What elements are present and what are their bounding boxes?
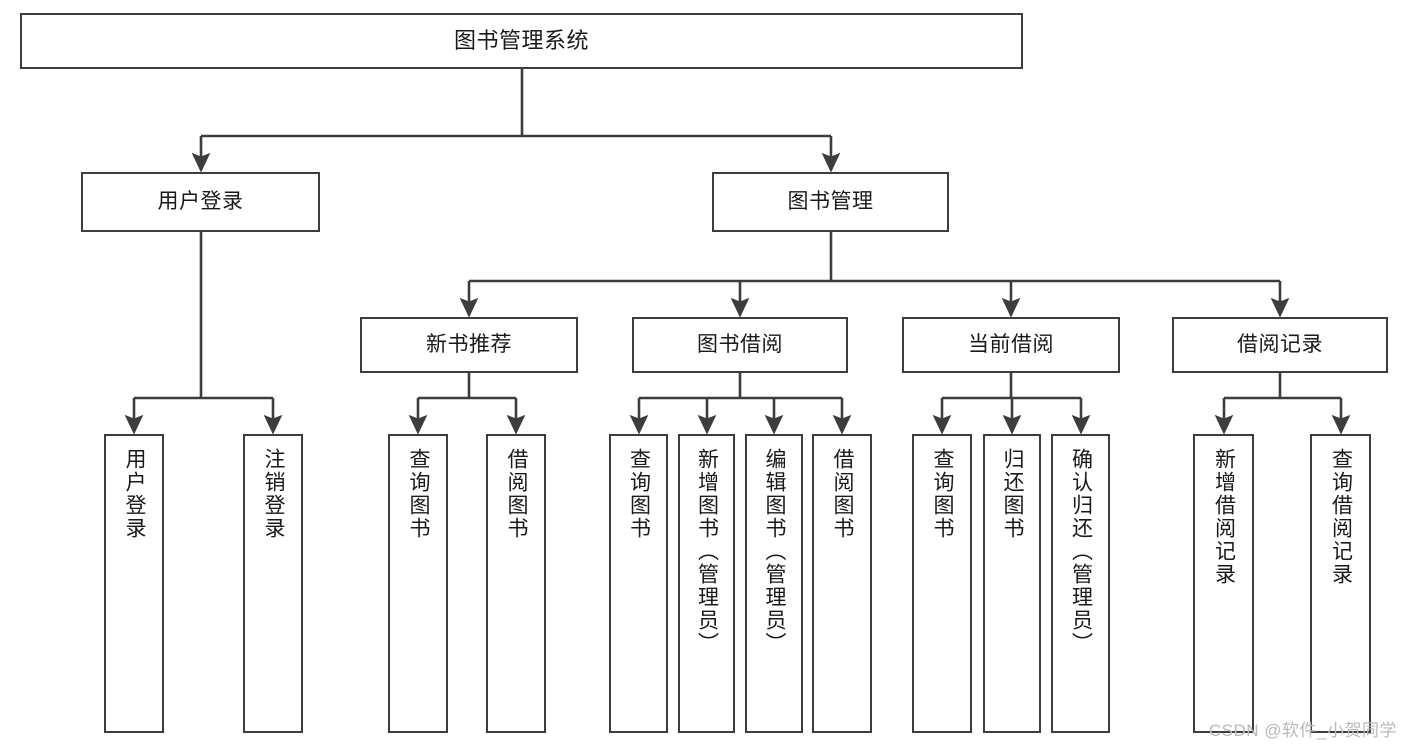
node-label: 借阅记录 bbox=[1237, 332, 1323, 356]
node-new-book-rec[interactable]: 新书推荐 bbox=[360, 317, 578, 373]
node-label: 确认归还（管理员） bbox=[1069, 448, 1093, 655]
node-label: 当前借阅 bbox=[968, 332, 1054, 356]
node-borrow-records[interactable]: 借阅记录 bbox=[1172, 317, 1388, 373]
node-leaf-edit-book[interactable]: 编辑图书（管理员） bbox=[745, 434, 803, 733]
node-label: 新增图书（管理员） bbox=[695, 448, 719, 655]
node-leaf-return-book[interactable]: 归还图书 bbox=[983, 434, 1041, 733]
node-current-borrow[interactable]: 当前借阅 bbox=[902, 317, 1120, 373]
node-leaf-borrow-book-1[interactable]: 借阅图书 bbox=[486, 434, 546, 733]
node-label: 用户登录 bbox=[157, 189, 244, 213]
node-leaf-confirm-return[interactable]: 确认归还（管理员） bbox=[1051, 434, 1110, 733]
node-book-manage[interactable]: 图书管理 bbox=[712, 172, 949, 232]
node-label: 编辑图书（管理员） bbox=[763, 448, 787, 655]
node-user-login[interactable]: 用户登录 bbox=[81, 172, 320, 232]
node-leaf-add-book[interactable]: 新增图书（管理员） bbox=[678, 434, 735, 733]
node-leaf-query-book-2[interactable]: 查询图书 bbox=[609, 434, 668, 733]
node-label: 查询图书 bbox=[931, 448, 955, 540]
node-label: 新增借阅记录 bbox=[1212, 448, 1236, 586]
node-label: 用户登录 bbox=[123, 448, 147, 540]
node-root[interactable]: 图书管理系统 bbox=[20, 13, 1023, 69]
node-leaf-add-record[interactable]: 新增借阅记录 bbox=[1193, 434, 1254, 733]
node-label: 查询图书 bbox=[627, 448, 651, 540]
node-label: 图书借阅 bbox=[697, 332, 783, 356]
node-label: 借阅图书 bbox=[831, 448, 855, 540]
node-leaf-borrow-book-2[interactable]: 借阅图书 bbox=[812, 434, 872, 733]
node-label: 查询图书 bbox=[407, 448, 431, 540]
node-leaf-user-login[interactable]: 用户登录 bbox=[104, 434, 164, 733]
node-leaf-query-book-1[interactable]: 查询图书 bbox=[388, 434, 448, 733]
node-label: 图书管理 bbox=[787, 189, 874, 213]
node-label: 注销登录 bbox=[262, 448, 286, 540]
node-label: 查询借阅记录 bbox=[1329, 448, 1353, 586]
node-label: 借阅图书 bbox=[505, 448, 529, 540]
node-leaf-user-logout[interactable]: 注销登录 bbox=[243, 434, 303, 733]
node-label: 图书管理系统 bbox=[453, 28, 589, 54]
node-label: 新书推荐 bbox=[426, 332, 512, 356]
node-leaf-query-book-3[interactable]: 查询图书 bbox=[912, 434, 972, 733]
node-label: 归还图书 bbox=[1001, 448, 1025, 540]
node-book-borrow[interactable]: 图书借阅 bbox=[632, 317, 848, 373]
node-leaf-query-record[interactable]: 查询借阅记录 bbox=[1310, 434, 1371, 733]
